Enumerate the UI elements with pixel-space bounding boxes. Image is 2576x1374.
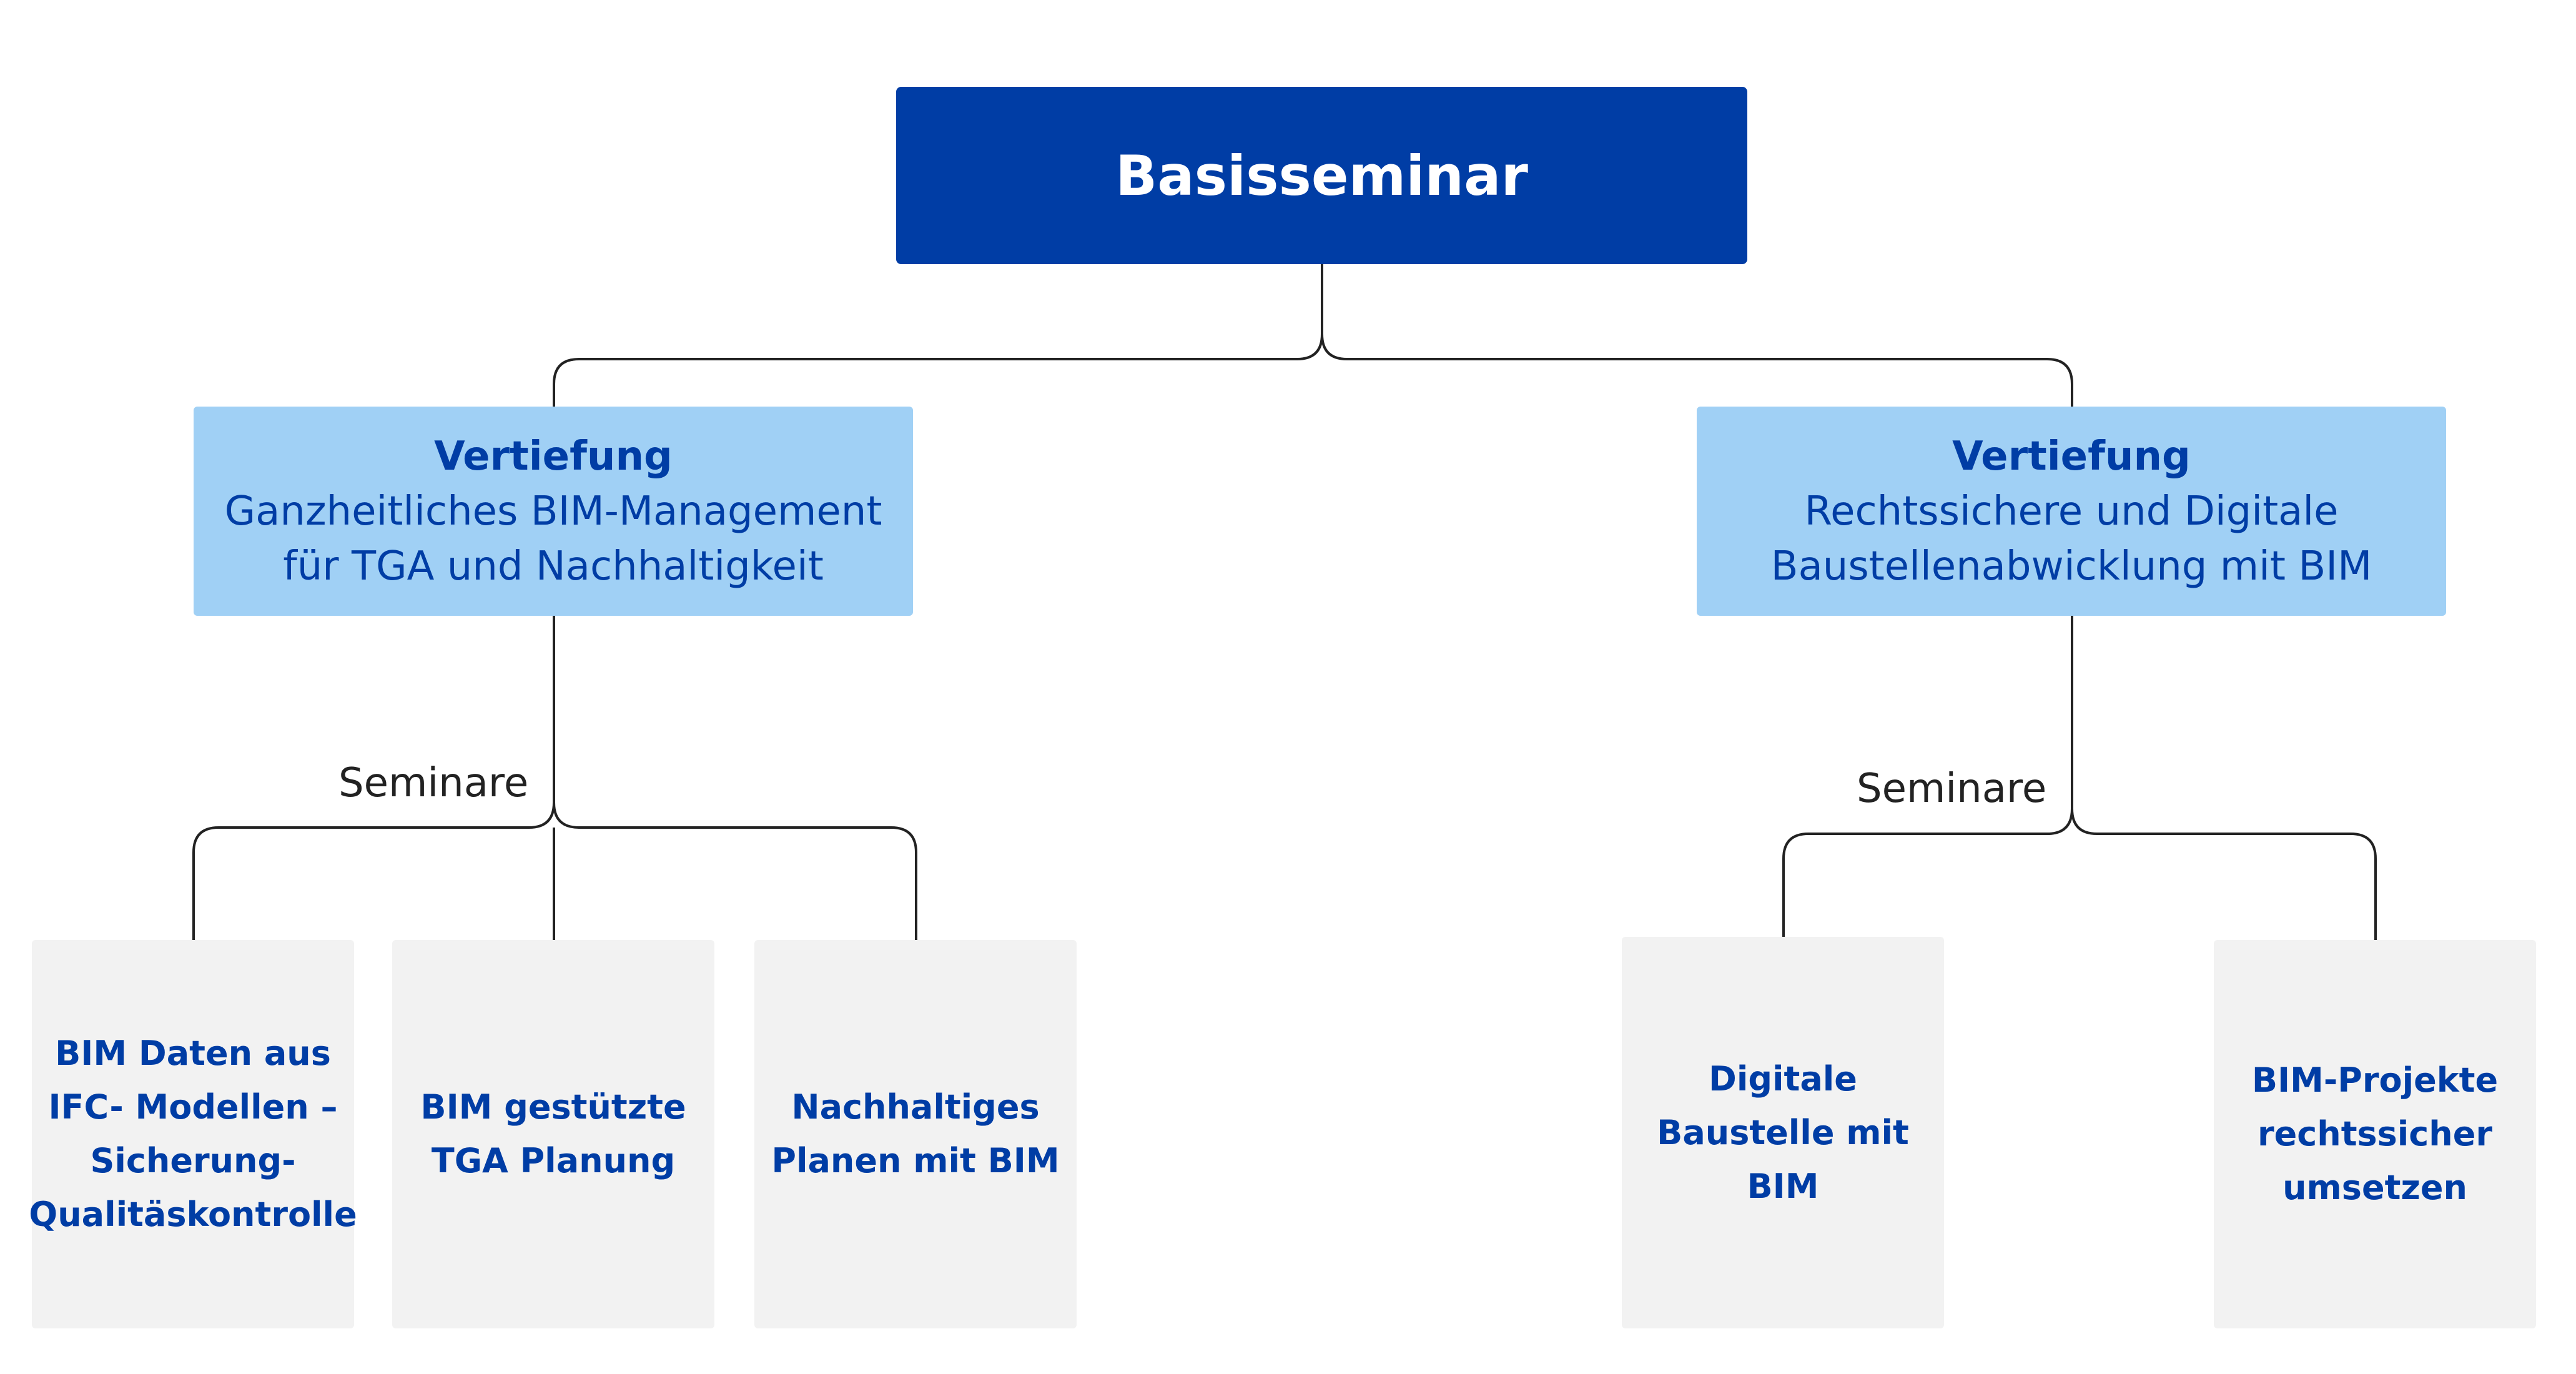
seminar-text-line: Digitale	[1709, 1059, 1857, 1099]
branch-heading: Vertiefung	[434, 433, 673, 480]
seminar-text-line: TGA Planung	[431, 1141, 676, 1180]
seminar-text-line: Nachhaltiges	[791, 1087, 1040, 1127]
root-node-basisseminar: Basisseminar	[896, 87, 1747, 264]
seminar-node-bim-projekte: BIM-Projekte rechtssicher umsetzen	[2214, 940, 2536, 1328]
seminar-text-line: Qualitäskontrolle	[29, 1195, 357, 1234]
seminar-text-line: IFC- Modellen –	[48, 1087, 338, 1127]
seminar-node-ifc-daten: BIM Daten aus IFC- Modellen – Sicherung-…	[29, 940, 357, 1328]
root-node-label: Basisseminar	[1115, 143, 1528, 208]
connector-root-to-branches	[553, 264, 2073, 407]
branch-subtitle-line: Rechtssichere und Digitale	[1804, 488, 2339, 535]
seminar-text-line: umsetzen	[2282, 1168, 2467, 1207]
branch-subtitle-line: für TGA und Nachhaltigkeit	[283, 543, 824, 590]
seminar-text-line: Baustelle mit	[1657, 1112, 1909, 1152]
seminar-text-line: Planen mit BIM	[771, 1141, 1060, 1180]
connector-right-branch-to-seminars	[1782, 616, 2377, 940]
seminar-text-line: Sicherung-	[90, 1141, 296, 1180]
seminar-text-line: BIM gestützte	[420, 1087, 686, 1127]
branch-subtitle-line: Ganzheitliches BIM-Management	[224, 488, 882, 535]
branch-subtitle-line: Baustellenabwicklung mit BIM	[1770, 543, 2372, 590]
branch-heading: Vertiefung	[1952, 433, 2191, 480]
branch-node-baustellenabwicklung: Vertiefung Rechtssichere und Digitale Ba…	[1697, 407, 2446, 616]
seminar-node-tga-planung: BIM gestützte TGA Planung	[392, 940, 714, 1328]
seminar-text-line: BIM Daten aus	[55, 1034, 331, 1073]
seminar-text-line: BIM	[1747, 1166, 1819, 1206]
seminar-node-digitale-baustelle: Digitale Baustelle mit BIM	[1622, 937, 1944, 1328]
seminare-label-right: Seminare	[1857, 766, 2047, 812]
connector-left-branch-to-seminars	[192, 616, 917, 940]
seminar-node-nachhaltiges-planen: Nachhaltiges Planen mit BIM	[754, 940, 1077, 1328]
seminar-text-line: BIM-Projekte	[2251, 1060, 2499, 1100]
branch-node-bim-management: Vertiefung Ganzheitliches BIM-Management…	[194, 407, 913, 616]
seminar-text-line: rechtssicher	[2257, 1114, 2493, 1154]
seminare-label-left: Seminare	[338, 760, 529, 806]
